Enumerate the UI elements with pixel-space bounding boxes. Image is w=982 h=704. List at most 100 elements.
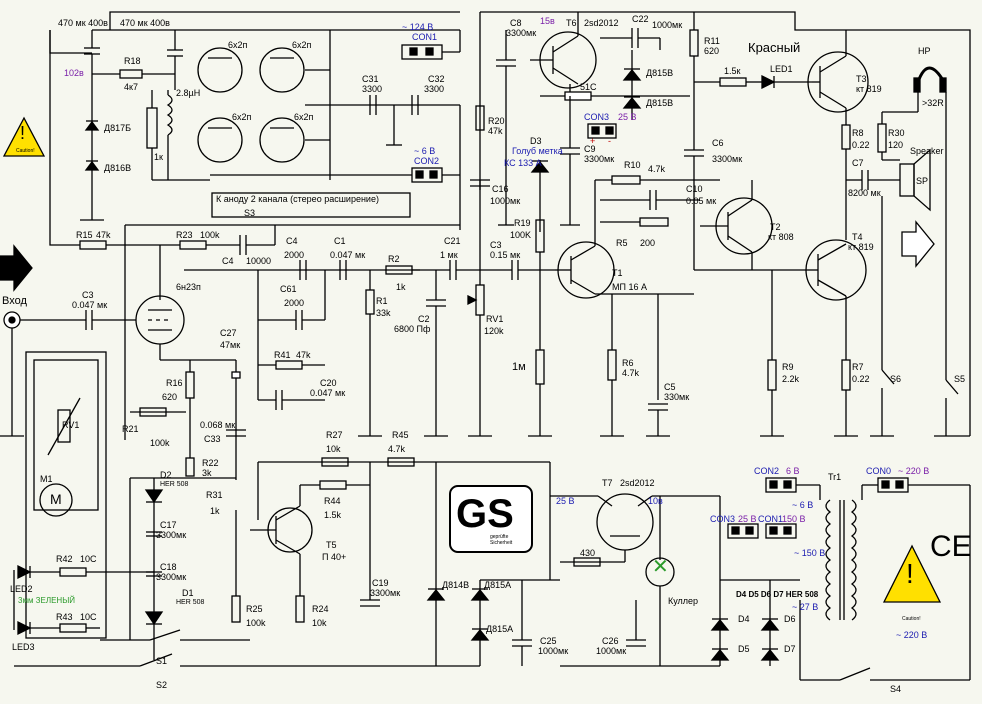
r31-label: R31 bbox=[206, 490, 223, 500]
r10-label: R10 bbox=[624, 160, 641, 170]
rv1-value: 120k bbox=[484, 326, 504, 336]
c19-value: 3300мк bbox=[370, 588, 401, 598]
c7-value: 8200 мк bbox=[848, 188, 881, 198]
r-1k-label: 1к bbox=[154, 152, 163, 162]
r430-label: 430 bbox=[580, 548, 596, 558]
con2-label: CON2 bbox=[414, 156, 440, 166]
v25-label: 25 В bbox=[618, 112, 637, 122]
caution-right: Caution! bbox=[902, 616, 921, 622]
c31-label: C31 bbox=[362, 74, 379, 84]
r41-label: R41 bbox=[274, 350, 291, 360]
d1-label: D1 bbox=[182, 588, 194, 598]
led-green-label: 3мм ЗЕЛЕНЫЙ bbox=[18, 596, 76, 605]
v6-label: 6 В bbox=[786, 466, 800, 476]
c3b-value: 0.15 мк bbox=[490, 250, 521, 260]
cooler-label: Куллер bbox=[668, 596, 699, 606]
c16-label: C16 bbox=[492, 184, 509, 194]
c3-label: C3 bbox=[82, 290, 94, 300]
t7-type: 2sd2012 bbox=[620, 478, 655, 488]
m1-label: M1 bbox=[40, 474, 53, 484]
hp-impedance: >32R bbox=[922, 98, 944, 108]
c27-value: 47мк bbox=[220, 340, 241, 350]
t6-type: 2sd2012 bbox=[584, 18, 619, 28]
speaker-label: Speaker bbox=[910, 146, 944, 156]
c27-label: C27 bbox=[220, 328, 237, 338]
t4-label: T4 bbox=[852, 232, 863, 242]
con3b-label: CON3 bbox=[710, 514, 736, 524]
c6-label: C6 bbox=[712, 138, 724, 148]
led1-label: LED1 bbox=[770, 64, 793, 74]
c10-value: 0.05 мк bbox=[686, 196, 717, 206]
d6-label: D6 bbox=[784, 614, 796, 624]
exclamation-right-icon: ! bbox=[906, 558, 914, 589]
d815-2-label: Д815В bbox=[646, 98, 674, 108]
exclamation-left-icon: ! bbox=[20, 123, 26, 143]
d3-note: Голуб метка bbox=[512, 146, 563, 156]
v220b-label: ~ 220 В bbox=[896, 630, 928, 640]
ks-label: КС 133 А bbox=[504, 158, 542, 168]
c6-value: 3300мк bbox=[712, 154, 743, 164]
sp-label: SP bbox=[916, 176, 929, 186]
c4a-label: C4 bbox=[222, 256, 234, 266]
c5-label: C5 bbox=[664, 382, 676, 392]
tube-label-4: 6х2п bbox=[294, 112, 314, 122]
c4a-value: 10000 bbox=[246, 256, 272, 266]
tube-label-2: 6х2п bbox=[292, 40, 312, 50]
d815a-label: Д815А bbox=[484, 580, 512, 590]
t3-label: T3 bbox=[856, 74, 867, 84]
c2-value: 6800 Пф bbox=[394, 324, 431, 334]
c4-label: C4 bbox=[286, 236, 298, 246]
cap-a-label: 470 мк 400в bbox=[58, 18, 108, 28]
r20-label: R20 bbox=[488, 116, 505, 126]
r22-label: R22 bbox=[202, 458, 219, 468]
c10-label: C10 bbox=[686, 184, 703, 194]
r2-value: 1k bbox=[396, 282, 406, 292]
r16-value: 620 bbox=[162, 392, 178, 402]
c17-value: 3300мк bbox=[156, 530, 187, 540]
r18-value: 4к7 bbox=[124, 82, 138, 92]
r45-label: R45 bbox=[392, 430, 409, 440]
her-b-label: HER 508 bbox=[176, 599, 205, 606]
d4-label: D4 bbox=[738, 614, 750, 624]
r11-value: 620 bbox=[704, 46, 720, 56]
r6-label: R6 bbox=[622, 358, 634, 368]
r11-label: R11 bbox=[704, 36, 720, 46]
r6-value: 4.7k bbox=[622, 368, 640, 378]
c26-value: 1000мк bbox=[596, 646, 627, 656]
c19-label: C19 bbox=[372, 578, 389, 588]
c25-value: 1000мк bbox=[538, 646, 569, 656]
con0-label: CON0 bbox=[866, 466, 892, 476]
motor-icon: M bbox=[50, 491, 62, 507]
t6-label: T6 bbox=[566, 18, 577, 28]
c61-value: 2000 bbox=[284, 298, 305, 308]
v150-label: 150 В bbox=[782, 514, 806, 524]
r5-label: R5 bbox=[616, 238, 628, 248]
v25c-label: 25 В bbox=[738, 514, 757, 524]
tube2-label: 6н23п bbox=[176, 282, 201, 292]
her-a-label: HER 508 bbox=[160, 481, 189, 488]
con1-voltage: ~ 124 В bbox=[402, 22, 434, 32]
r5-value: 200 bbox=[640, 238, 656, 248]
r7-label: R7 bbox=[852, 362, 864, 372]
t5-label: T5 bbox=[326, 540, 337, 550]
r44-value: 1.5k bbox=[324, 510, 342, 520]
c9-label: C9 bbox=[584, 144, 596, 154]
t7-label: T7 bbox=[602, 478, 613, 488]
r24-label: R24 bbox=[312, 604, 329, 614]
c21-label: C21 bbox=[444, 236, 461, 246]
d817-label: Д817Б bbox=[104, 123, 132, 133]
r19-label: R19 bbox=[514, 218, 531, 228]
t2-type: кт 808 bbox=[768, 232, 794, 242]
c1-value: 0.047 мк bbox=[330, 250, 366, 260]
r2-label: R2 bbox=[388, 254, 400, 264]
r30-label: R30 bbox=[888, 128, 905, 138]
c31-value: 3300 bbox=[362, 84, 383, 94]
led2-label: LED2 bbox=[10, 584, 33, 594]
c5-value: 330мк bbox=[664, 392, 690, 402]
r20-value: 47k bbox=[488, 126, 503, 136]
con2-voltage: ~ 6 В bbox=[414, 146, 436, 156]
r42-value: 10C bbox=[80, 554, 97, 564]
c33-value: 0.068 мк bbox=[200, 420, 236, 430]
c26-label: C26 bbox=[602, 636, 619, 646]
